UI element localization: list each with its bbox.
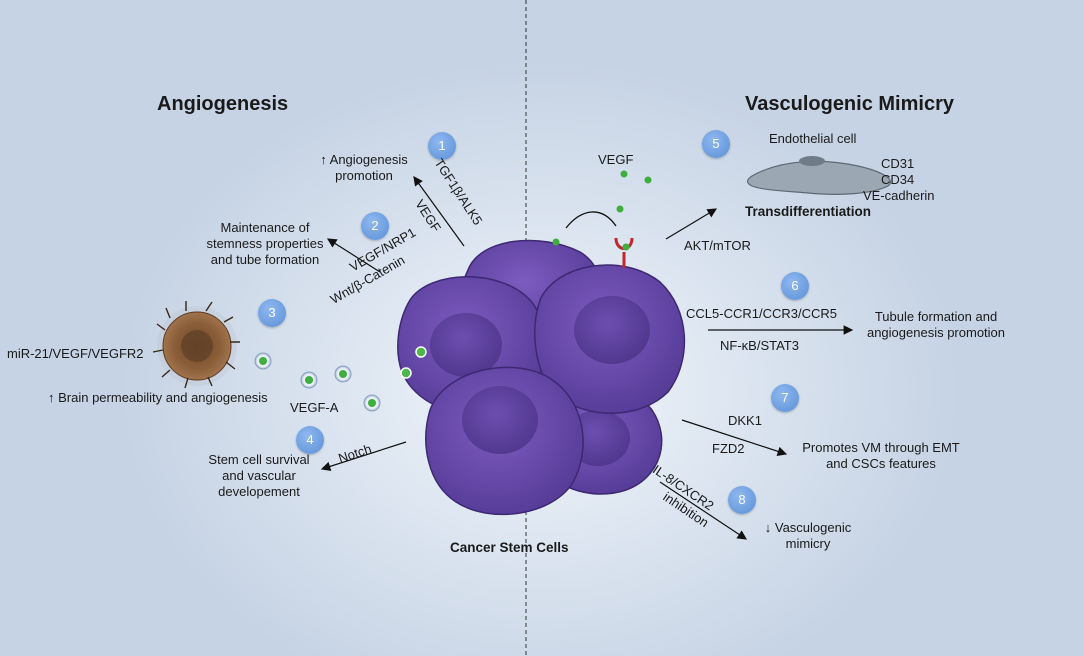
step-badge-3: 3	[258, 299, 286, 327]
outcome-3: ↑ Brain permeability and angiogenesis	[48, 390, 268, 405]
marker-cd34: CD34	[881, 172, 915, 187]
step-badge-1: 1	[428, 132, 456, 160]
step-badge-5: 5	[702, 130, 730, 158]
arrow-5	[665, 208, 718, 240]
vegf-ligand-arc	[565, 211, 617, 229]
arrow-8	[659, 481, 748, 540]
heading-angiogenesis: Angiogenesis	[157, 93, 289, 115]
nucleus	[574, 296, 650, 364]
marker-cd31: CD31	[881, 156, 915, 171]
pathway-7a: DKK1	[728, 413, 762, 428]
outcome-1: ↑ Angiogenesis promotion	[320, 152, 408, 183]
heading-cancer-stem-cells: Cancer Stem Cells	[450, 540, 569, 555]
step-badge-8: 8	[728, 486, 756, 514]
vesicle-icon	[400, 367, 412, 379]
arrow-4	[320, 441, 407, 471]
step-badge-7: 7	[771, 384, 799, 412]
pathway-3: miR-21/VEGF/VEGFR2	[7, 346, 144, 361]
vegf-receptor-icon	[614, 237, 634, 268]
arrow-7	[681, 419, 788, 456]
heading-vasculogenic-mimicry: Vasculogenic Mimicry	[745, 93, 954, 115]
step-badge-6: 6	[781, 272, 809, 300]
vesicle-icon	[415, 346, 427, 358]
pathway-6b: NF-κB/STAT3	[720, 338, 799, 353]
nucleus	[430, 313, 502, 377]
vegf-molecules	[552, 170, 652, 251]
step-badge-2: 2	[361, 212, 389, 240]
step-badge-4: 4	[296, 426, 324, 454]
nucleus	[462, 386, 538, 454]
pathway-7b: FZD2	[712, 441, 745, 456]
pathway-5: AKT/mTOR	[684, 238, 751, 253]
outcome-8: ↓ Vasculogenic mimicry	[764, 520, 852, 551]
cancer-stem-cell-cluster	[397, 239, 686, 516]
outcome-5: Transdifferentiation	[745, 204, 872, 219]
arrow-1	[413, 176, 465, 247]
label-vegf-a: VEGF-A	[290, 400, 339, 415]
outcome-2: Maintenance of stemness properties and t…	[206, 220, 324, 267]
arrow-2	[326, 238, 381, 273]
label-endothelial-cell: Endothelial cell	[769, 131, 857, 146]
pathway-6a: CCL5-CCR1/CCR3/CCR5	[686, 306, 837, 321]
outcome-7: Promotes VM through EMT and CSCs feature…	[802, 440, 960, 471]
vesicles-left	[254, 352, 381, 412]
outcome-4: Stem cell survival and vascular develope…	[208, 452, 310, 499]
endothelial-cell-icon	[746, 156, 891, 195]
outcome-6: Tubule formation and angiogenesis promot…	[866, 309, 1006, 340]
tumor-spheroid-icon	[152, 301, 240, 389]
label-vegf: VEGF	[598, 152, 634, 167]
marker-ve-cadherin: VE-cadherin	[863, 188, 935, 203]
